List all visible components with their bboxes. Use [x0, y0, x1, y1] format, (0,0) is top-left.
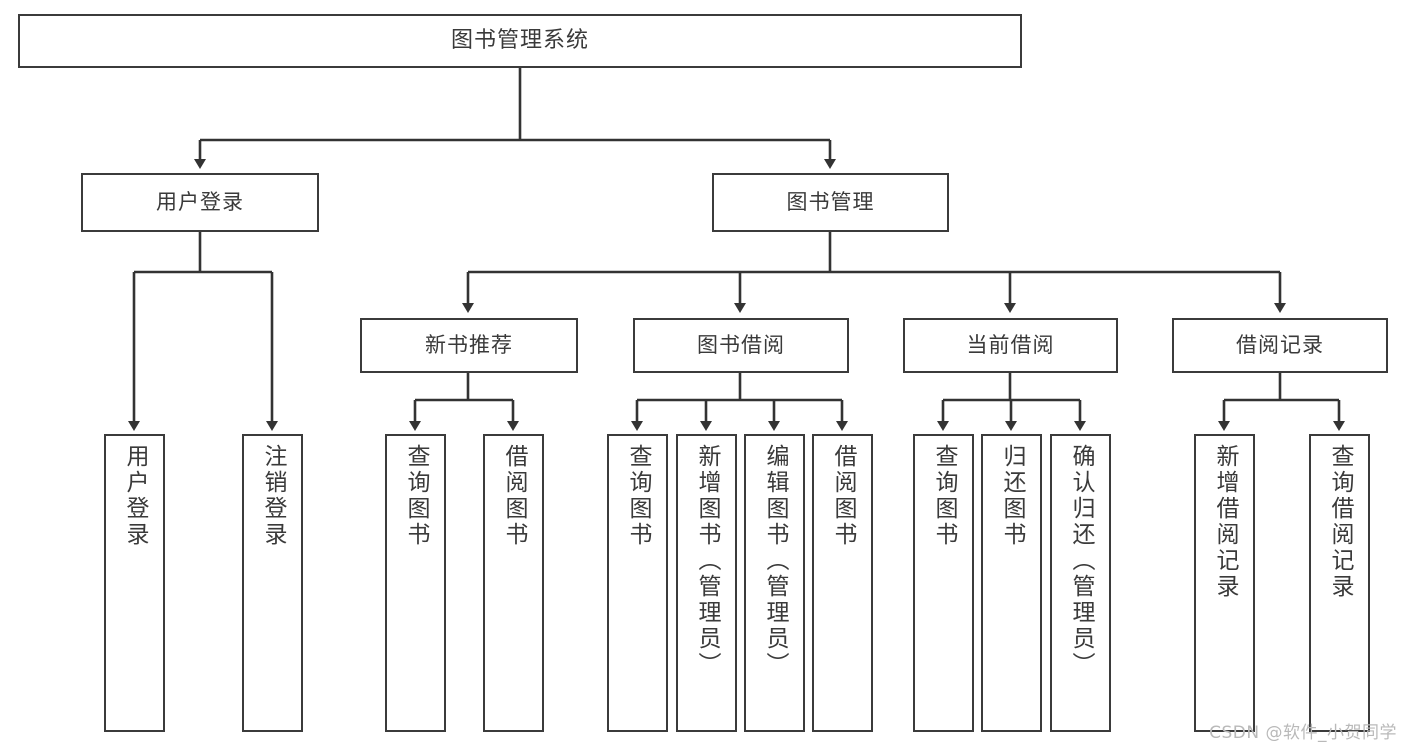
node-book-borrow[interactable]: 图书借阅	[633, 318, 849, 373]
node-label: 注销登录	[260, 444, 286, 548]
leaf-edit-book[interactable]: 编辑图书（管理员）	[744, 434, 805, 732]
node-label: 借阅记录	[1236, 333, 1324, 358]
node-label: 用户登录	[156, 190, 244, 215]
node-new-book-rec[interactable]: 新书推荐	[360, 318, 578, 373]
node-label: 图书管理	[786, 190, 875, 215]
leaf-borrow-book-2[interactable]: 借阅图书	[812, 434, 873, 732]
node-label: 查询图书	[403, 444, 429, 548]
leaf-add-book[interactable]: 新增图书（管理员）	[676, 434, 737, 732]
node-label: 借阅图书	[830, 444, 856, 548]
node-label: 图书管理系统	[450, 28, 589, 54]
node-label: 确认归还（管理员）	[1068, 444, 1094, 678]
node-book-manage[interactable]: 图书管理	[712, 173, 949, 232]
leaf-query-book-3[interactable]: 查询图书	[913, 434, 974, 732]
watermark-text: CSDN @软件_小贺同学	[1209, 723, 1397, 743]
leaf-user-login[interactable]: 用户登录	[104, 434, 165, 732]
node-borrow-record[interactable]: 借阅记录	[1172, 318, 1388, 373]
node-label: 新增借阅记录	[1212, 444, 1238, 600]
leaf-borrow-book-1[interactable]: 借阅图书	[483, 434, 544, 732]
node-label: 新书推荐	[425, 333, 513, 358]
node-user-login[interactable]: 用户登录	[81, 173, 319, 232]
node-label: 图书借阅	[697, 333, 785, 358]
node-label: 借阅图书	[501, 444, 527, 548]
leaf-add-record[interactable]: 新增借阅记录	[1194, 434, 1255, 732]
leaf-confirm-return[interactable]: 确认归还（管理员）	[1050, 434, 1111, 732]
node-current-borrow[interactable]: 当前借阅	[903, 318, 1118, 373]
node-root-system[interactable]: 图书管理系统	[18, 14, 1022, 68]
node-label: 当前借阅	[966, 333, 1055, 358]
leaf-query-book-2[interactable]: 查询图书	[607, 434, 668, 732]
leaf-logout[interactable]: 注销登录	[242, 434, 303, 732]
node-label: 归还图书	[999, 444, 1025, 548]
leaf-return-book[interactable]: 归还图书	[981, 434, 1042, 732]
leaf-query-record[interactable]: 查询借阅记录	[1309, 434, 1370, 732]
node-label: 查询图书	[931, 444, 957, 548]
node-label: 用户登录	[122, 444, 148, 548]
leaf-query-book-1[interactable]: 查询图书	[385, 434, 446, 732]
node-label: 编辑图书（管理员）	[762, 444, 788, 678]
node-label: 查询借阅记录	[1327, 444, 1353, 600]
node-label: 新增图书（管理员）	[694, 444, 720, 678]
node-label: 查询图书	[625, 444, 651, 548]
